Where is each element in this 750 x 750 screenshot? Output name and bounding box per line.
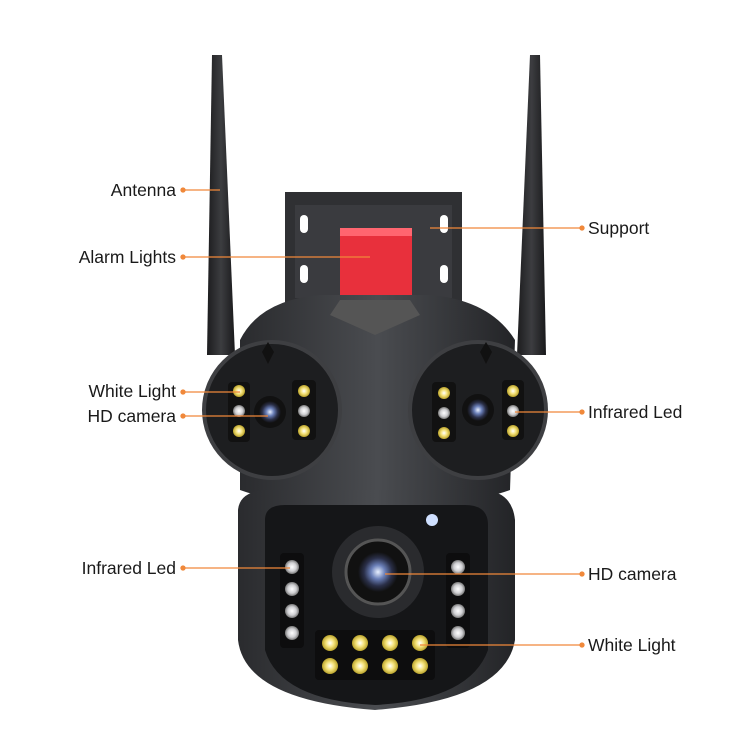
label-white-light-left: White Light — [88, 381, 176, 401]
right-antenna — [517, 55, 546, 355]
label-infrared-led-right: Infrared Led — [588, 402, 683, 422]
label-antenna: Antenna — [110, 180, 176, 200]
left-antenna — [207, 55, 235, 355]
label-hd-camera-right: HD camera — [588, 564, 677, 584]
white-leds-lower — [322, 635, 428, 674]
label-alarm-lights: Alarm Lights — [78, 247, 176, 267]
label-hd-camera-left: HD camera — [87, 406, 177, 426]
label-support: Support — [588, 218, 650, 238]
label-infrared-led-left: Infrared Led — [81, 558, 176, 578]
ir-leds-lower — [285, 560, 465, 640]
label-white-light-right: White Light — [588, 635, 676, 655]
alarm-light — [340, 228, 412, 304]
right-pod — [408, 340, 548, 480]
left-pod — [202, 340, 342, 480]
callout-lines — [180, 187, 585, 648]
